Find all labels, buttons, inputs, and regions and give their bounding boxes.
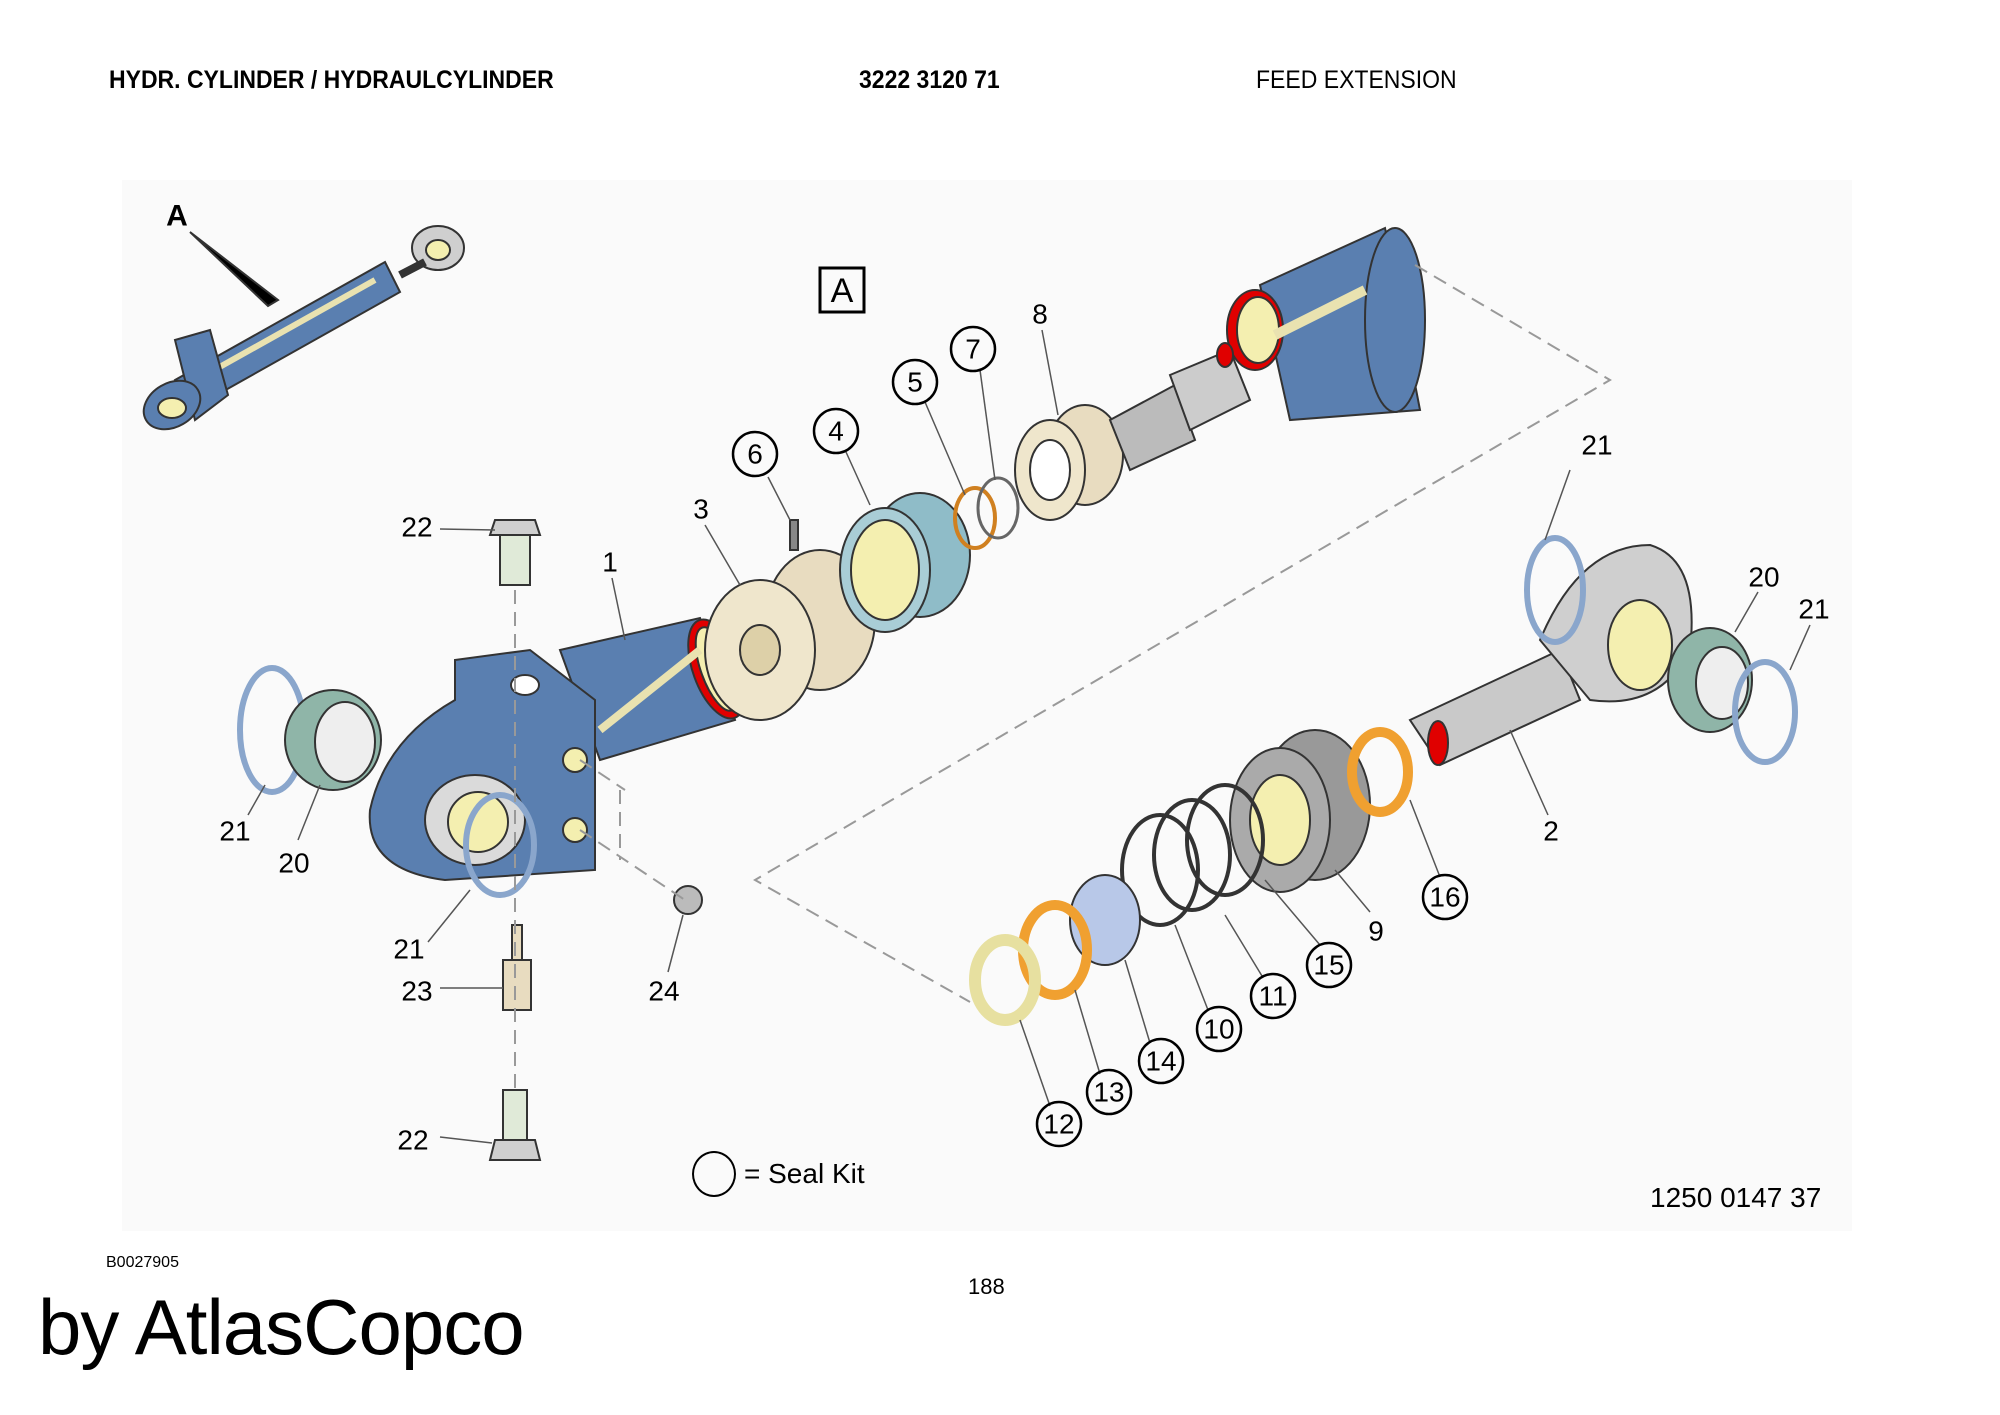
cylinder-body xyxy=(368,616,747,882)
callout-12: 12 xyxy=(1043,1109,1074,1140)
callout-6: 6 xyxy=(747,439,763,470)
brand-watermark: by AtlasCopco xyxy=(38,1283,525,1371)
section-title: FEED EXTENSION xyxy=(1256,66,1457,94)
callout-22-top: 22 xyxy=(401,512,432,543)
callout-24: 24 xyxy=(648,976,679,1007)
callout-21-right: 21 xyxy=(1798,594,1829,625)
callout-14: 14 xyxy=(1145,1046,1176,1077)
view-label: A xyxy=(831,272,854,310)
view-arrow xyxy=(189,231,280,308)
callout-21-top-right: 21 xyxy=(1581,430,1612,461)
callout-21-left: 21 xyxy=(219,816,250,847)
seal-kit-label: = Seal Kit xyxy=(744,1158,865,1189)
callout-22-bottom: 22 xyxy=(397,1125,428,1156)
callout-10: 10 xyxy=(1203,1014,1234,1045)
part-number: 3222 3120 71 xyxy=(859,66,1000,94)
view-label-box xyxy=(818,266,866,314)
image-code: B0027905 xyxy=(106,1254,179,1271)
callout-20-right: 20 xyxy=(1748,562,1779,593)
seal-kit-legend: = Seal Kit xyxy=(692,1151,865,1197)
callout-9: 9 xyxy=(1368,916,1384,947)
callout-11: 11 xyxy=(1258,981,1287,1012)
callout-8: 8 xyxy=(1032,299,1048,330)
callout-7: 7 xyxy=(965,334,981,365)
callout-4: 4 xyxy=(828,416,844,447)
drawing-number: 1250 0147 37 xyxy=(1650,1182,1822,1213)
callout-1: 1 xyxy=(602,547,618,578)
callout-13: 13 xyxy=(1093,1077,1124,1108)
callout-16: 16 xyxy=(1429,882,1460,913)
callout-15: 15 xyxy=(1313,950,1344,981)
document-title: HYDR. CYLINDER / HYDRAULCYLINDER xyxy=(109,66,554,94)
callout-23: 23 xyxy=(401,976,432,1007)
callout-3: 3 xyxy=(693,494,709,525)
seal-kit-circle-icon xyxy=(692,1151,736,1197)
page-number: 188 xyxy=(968,1274,1005,1299)
overview-cylinder xyxy=(142,225,465,431)
callout-20-left: 20 xyxy=(278,848,309,879)
callout-21-lower: 21 xyxy=(393,934,424,965)
arrow-label: A xyxy=(166,200,188,233)
callout-5: 5 xyxy=(907,367,923,398)
callout-2: 2 xyxy=(1543,816,1559,847)
